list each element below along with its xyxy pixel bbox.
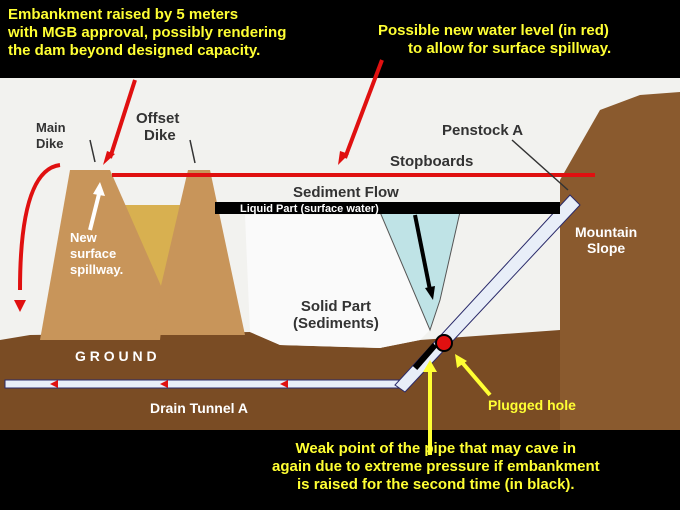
offset-dike [155, 170, 245, 335]
plugged-hole-marker [435, 334, 453, 352]
label-ground: G R O U N D [75, 348, 157, 364]
label-drain-tunnel: Drain Tunnel A [150, 400, 248, 416]
text-line: again due to extreme pressure if embankm… [272, 458, 600, 475]
main-dike [40, 170, 165, 340]
label-solid-part: Solid Part(Sediments) [293, 298, 379, 332]
text-line: with MGB approval, possibly rendering [8, 24, 287, 41]
text-line: Possible new water level (in red) [378, 22, 609, 39]
label-sediment-flow: Sediment Flow [293, 184, 399, 201]
weak-point-black [412, 343, 438, 370]
liquid-part-bar [215, 202, 560, 214]
dike-core [120, 205, 190, 290]
label-stopboards: Stopboards [390, 153, 474, 170]
label-liquid-part: Liquid Part (surface water) [240, 203, 379, 215]
drain-tunnel [4, 379, 401, 389]
text-line: Weak point of the pipe that may cave in [295, 440, 577, 457]
annotation-embankment: Embankment raised by 5 meters with MGB a… [8, 6, 286, 60]
annotation-water-level: Possible new water level (in red) to all… [378, 22, 611, 58]
label-penstock: Penstock A [442, 122, 524, 139]
text-line: to allow for surface spillway. [408, 40, 612, 57]
text-line: the dam beyond designed capacity. [8, 42, 261, 59]
text-line: Embankment raised by 5 meters [8, 6, 239, 23]
label-plugged-hole: Plugged hole [488, 397, 576, 413]
text-line: is raised for the second time (in black)… [297, 476, 575, 493]
annotation-weak-point: Weak point of the pipe that may cave in … [272, 440, 600, 494]
